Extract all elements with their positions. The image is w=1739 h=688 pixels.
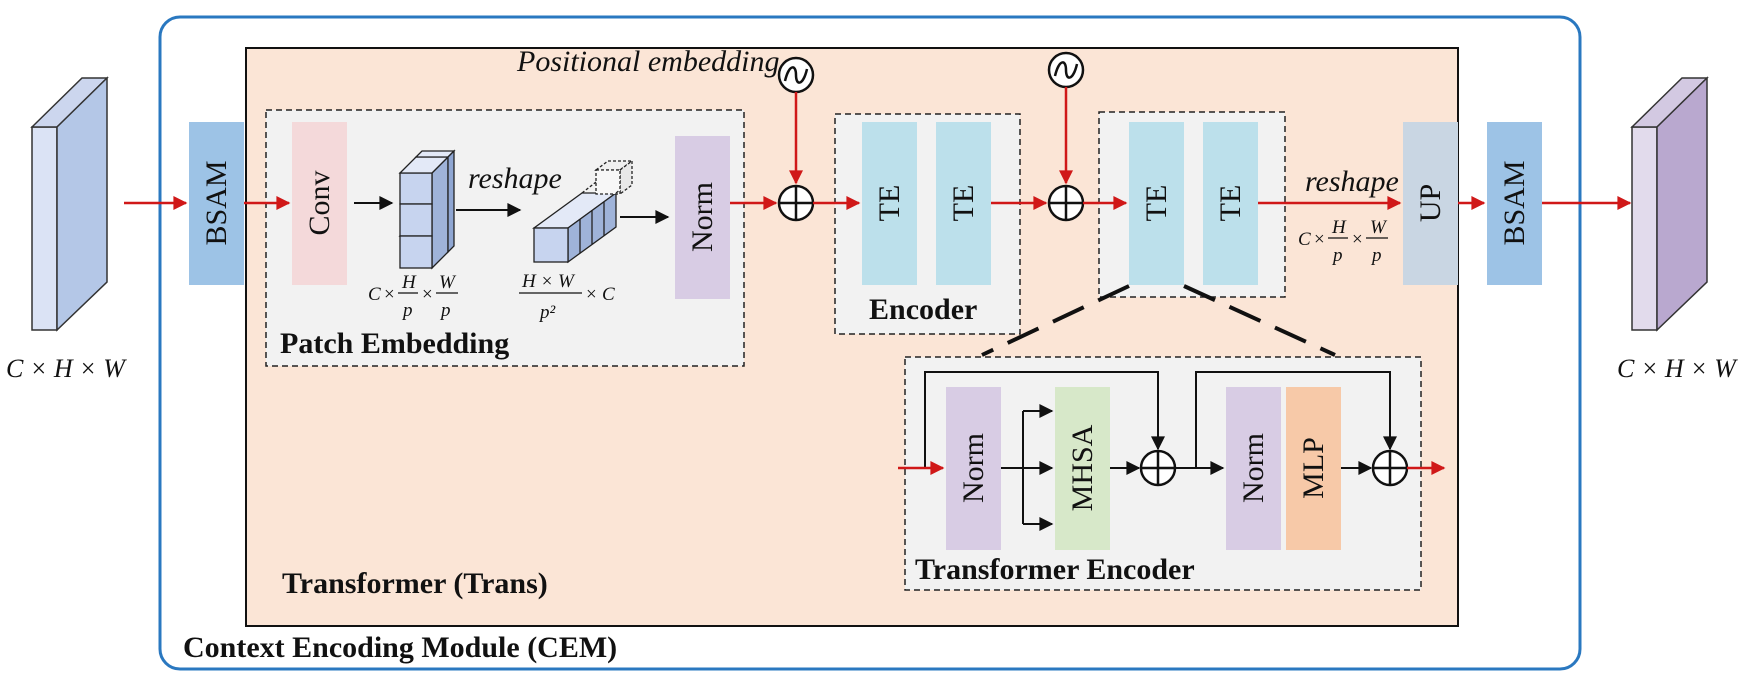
patch-embedding-title: Patch Embedding: [280, 327, 509, 360]
output-feature-cube: [1630, 76, 1709, 332]
bsam-in-block: [189, 122, 244, 285]
up-block: [1403, 122, 1458, 285]
patch-reshape-label: reshape: [468, 162, 562, 195]
cem-title: Context Encoding Module (CEM): [183, 631, 617, 664]
bsam-in-label: BSAM: [200, 160, 233, 245]
patch-norm-block: [675, 136, 730, 299]
conv-block: [292, 122, 347, 285]
svg-text:×: ×: [586, 284, 597, 305]
svg-text:W: W: [1370, 217, 1388, 238]
up-reshape-label: reshape: [1305, 165, 1399, 198]
main-path-arrows: [124, 87, 1632, 210]
positional-embedding-icon-1: [777, 56, 815, 94]
up-label: UP: [1414, 184, 1447, 222]
svg-text:×: ×: [1352, 229, 1363, 250]
encoder-1-title: Encoder: [869, 293, 977, 326]
zoom-connector-lines: [981, 284, 1336, 357]
positional-embedding-icon-2: [1047, 51, 1085, 89]
te-mlp-label: MLP: [1297, 437, 1330, 499]
svg-text:p: p: [1370, 245, 1382, 266]
te-mlp-block: [1286, 387, 1341, 550]
svg-text:p²: p²: [538, 302, 556, 323]
bsam-out-label: BSAM: [1498, 160, 1531, 245]
svg-text:H: H: [401, 272, 417, 293]
te-detail-connectors: [924, 371, 1397, 531]
encoder-1-te1-label: TE: [873, 185, 906, 222]
svg-text:W: W: [439, 272, 457, 293]
te-norm1-block: [946, 387, 1001, 550]
encoder-1-te1-block: [862, 122, 917, 285]
patch-norm-label: Norm: [686, 182, 719, 252]
encoder-1-te2-block: [936, 122, 991, 285]
te-norm1-label: Norm: [957, 433, 990, 503]
svg-text:×: ×: [1314, 229, 1325, 250]
transformer-encoder-title: Transformer Encoder: [915, 553, 1195, 586]
flattened-patches-icon: [532, 159, 634, 264]
te-norm2-label: Norm: [1237, 433, 1270, 503]
svg-text:p: p: [401, 300, 413, 321]
svg-text:p: p: [1331, 245, 1343, 266]
positional-embedding-label: Positional embedding: [516, 45, 779, 78]
svg-text:H: H: [1331, 217, 1347, 238]
svg-text:C: C: [368, 284, 381, 305]
patch-grid-dims: C × H p × W p: [368, 272, 458, 321]
encoder-2-te2-block: [1203, 122, 1258, 285]
up-dims: C × H p × W p: [1298, 217, 1388, 266]
sum-node-1: [777, 184, 815, 222]
svg-text:C: C: [602, 284, 615, 305]
svg-text:×: ×: [384, 284, 395, 305]
svg-text:C: C: [1298, 229, 1311, 250]
trans-title: Transformer (Trans): [282, 567, 548, 600]
patch-grid-icon: [398, 149, 456, 270]
te-norm2-block: [1226, 387, 1281, 550]
encoder-2-te1-label: TE: [1140, 185, 1173, 222]
encoder-2-te2-label: TE: [1214, 185, 1247, 222]
te-mhsa-label: MHSA: [1066, 424, 1099, 511]
sum-node-2: [1047, 184, 1085, 222]
flattened-patches-dims: H × W p² × C: [519, 271, 615, 323]
svg-text:×: ×: [422, 284, 433, 305]
svg-text:H × W: H × W: [521, 271, 576, 292]
conv-label: Conv: [303, 170, 336, 235]
encoder-2-te1-block: [1129, 122, 1184, 285]
svg-text:p: p: [439, 300, 451, 321]
bsam-out-block: [1487, 122, 1542, 285]
te-sum-node-1: [1139, 449, 1177, 487]
te-sum-node-2: [1371, 449, 1409, 487]
te-mhsa-block: [1055, 387, 1110, 550]
input-feature-cube: [30, 76, 109, 332]
output-dims: C × H × W: [1617, 354, 1738, 383]
encoder-1-te2-label: TE: [947, 185, 980, 222]
input-dims: C × H × W: [6, 354, 127, 383]
